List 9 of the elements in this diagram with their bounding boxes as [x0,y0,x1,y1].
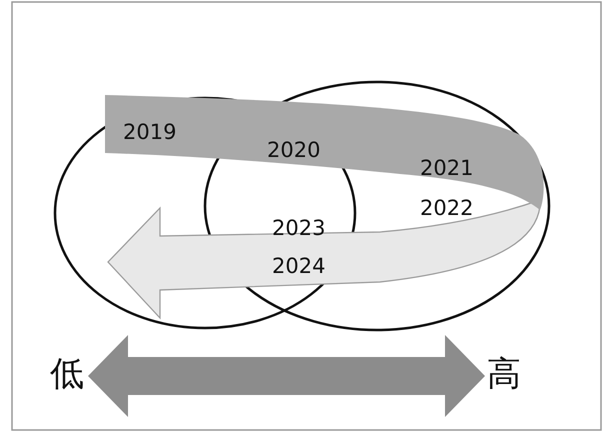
scale-label: 低 [50,357,84,391]
scale-label: 高 [487,357,521,391]
year-label: 2024 [272,256,326,277]
year-label: 2020 [267,140,320,161]
year-label: 2022 [420,198,474,219]
double-arrow [88,335,485,417]
year-label: 2023 [272,218,326,239]
year-label: 2021 [420,158,474,179]
year-label: 2019 [123,122,176,143]
